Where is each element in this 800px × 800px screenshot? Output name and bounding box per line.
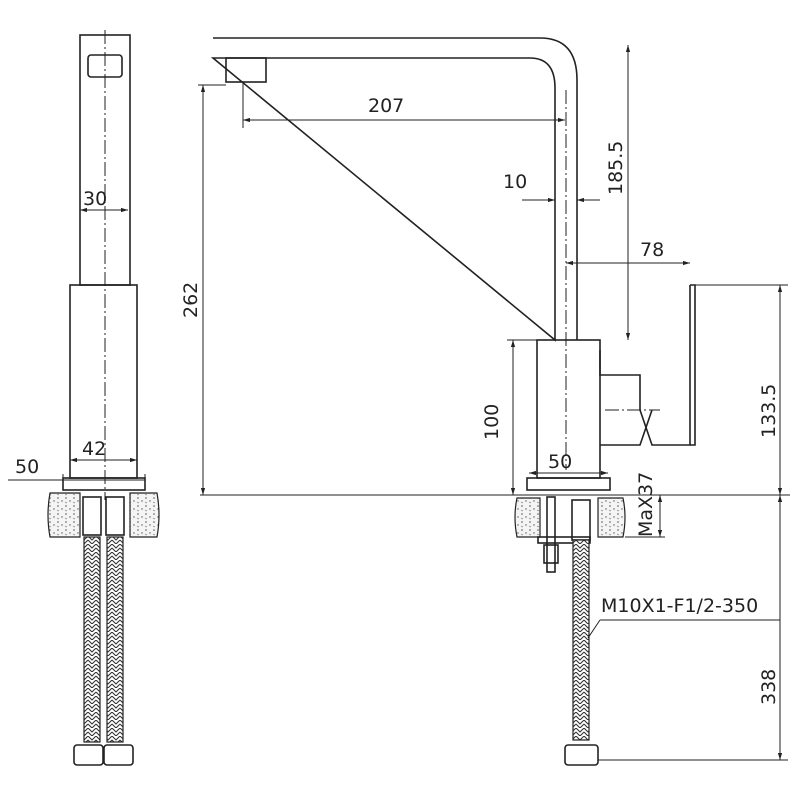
side-counter-right — [129, 492, 160, 538]
dim-label-10: 10 — [503, 171, 527, 193]
dim-label-42: 42 — [82, 438, 106, 460]
hose-fitting — [571, 499, 591, 541]
dim-label-185-5: 185.5 — [605, 141, 627, 195]
hose — [572, 539, 590, 741]
side-hose-right — [106, 536, 124, 743]
dim-label-30: 30 — [83, 188, 107, 210]
dim-label-78: 78 — [640, 239, 664, 261]
dim-label-133-5: 133.5 — [758, 384, 780, 438]
dim-label-338: 338 — [758, 669, 780, 705]
faucet-base — [526, 477, 611, 491]
front-view: 207 262 185.5 10 78 100 50 MaX37 133.5 M… — [180, 37, 790, 766]
mounting-bolt — [546, 496, 556, 573]
side-view: 30 42 50 — [8, 30, 160, 766]
spout — [210, 37, 578, 342]
side-hose-left — [83, 536, 101, 743]
hose-nut — [564, 744, 599, 766]
counter-right — [597, 497, 626, 538]
dim-label-max37: MaX37 — [635, 472, 657, 537]
hose-spec-label: M10X1-F1/2-350 — [601, 595, 758, 617]
lever — [599, 285, 691, 446]
bolt-nut — [543, 544, 559, 564]
counter-left — [514, 497, 541, 538]
hose-leader-line — [587, 619, 601, 639]
aerator — [225, 57, 267, 83]
side-hose-nut-right — [103, 744, 134, 766]
side-hose-nut-left — [73, 744, 104, 766]
dim-label-50: 50 — [548, 451, 572, 473]
dim-label-50-side: 50 — [15, 456, 39, 478]
lever-edge — [600, 284, 696, 446]
side-counter-left — [47, 492, 81, 538]
side-hose-fitting — [105, 496, 125, 536]
dim-label-262: 262 — [180, 282, 202, 318]
dim-label-207: 207 — [368, 95, 404, 117]
side-hose-fitting — [82, 496, 102, 536]
dim-label-100: 100 — [481, 404, 503, 440]
